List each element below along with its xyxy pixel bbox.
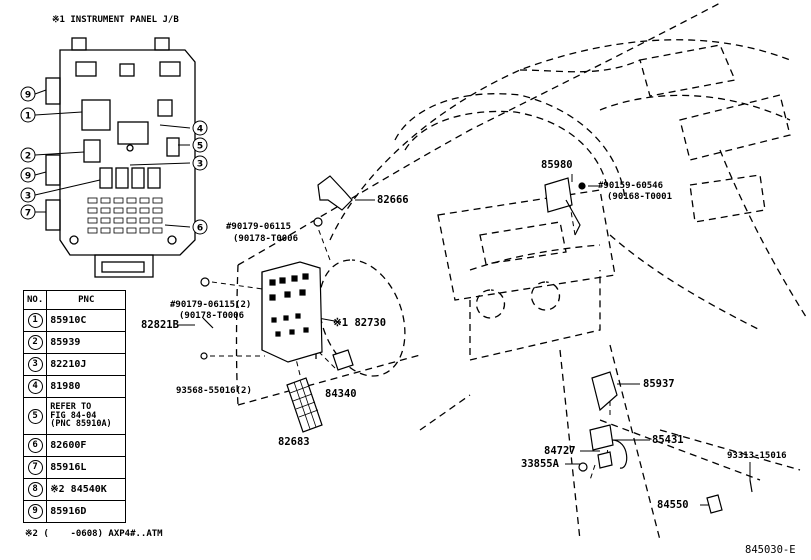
label-33855a: 33855A [521,458,559,470]
label-90159: #90159-60546 [598,181,664,191]
row-no: 9 [27,504,43,519]
label-90179b: #90179-06115(2) [170,300,252,310]
callout-7: 7 [25,209,31,219]
label-93568: 93568-55016(2) [176,386,252,396]
row-pnc: 82600F [46,434,127,457]
label-85937: 85937 [643,378,675,390]
callout-2: 2 [25,152,31,162]
row-pnc: REFER TO FIG 84-04 (PNC 85910A) [46,397,127,435]
callout-5: 5 [197,142,203,152]
callout-1: 1 [25,112,31,122]
inset-title: ※1 INSTRUMENT PANEL J/B [52,15,179,25]
row-no: 1 [27,313,43,328]
row-no: 5 [27,408,43,424]
row-no: 2 [27,335,43,350]
callout-3b: 3 [197,160,203,170]
callout-6: 6 [197,224,203,234]
label-84727: 84727 [544,445,576,457]
diagram-code: 845030-E [745,544,796,556]
label-85980: 85980 [541,159,573,171]
label-93313: 93313-15016 [727,451,787,461]
label-82666: 82666 [377,194,409,206]
label-90178a: (90178-T0006 [233,234,299,244]
row-no: 3 [27,357,43,372]
row-no: 7 [27,460,43,475]
label-90179a: #90179-06115 [226,222,292,232]
row-pnc: 85910C [46,309,127,332]
label-82730: ※1 82730 [333,317,387,329]
label-90178b: (90178-T0006 [179,311,245,321]
header-no: NO. [22,290,48,310]
table-header: NO. PNC [22,290,127,310]
callout-3a: 3 [25,192,31,202]
row-no: 6 [27,438,43,453]
callout-4: 4 [197,125,203,135]
row-pnc: 82210J [46,353,127,376]
row-pnc: ※2 84540K [46,478,127,501]
label-90168: (90168-T0001 [607,192,673,202]
label-84340: 84340 [325,388,357,400]
row-no: 8 [27,482,43,497]
header-pnc: PNC [46,290,127,310]
table-footnote: ※2 ( -0608) AXP4#..ATM [25,529,163,539]
row-no: 4 [27,379,43,394]
row-pnc: 85916D [46,500,127,523]
label-82821b: 82821B [141,319,179,331]
label-85431: 85431 [652,434,684,446]
table-row: 8※2 84540K [22,478,127,501]
label-84550: 84550 [657,499,689,511]
callout-8: 9 [25,91,31,101]
row-pnc: 85939 [46,331,127,354]
label-82683: 82683 [278,436,310,448]
callout-9: 9 [25,172,31,182]
row-pnc: 81980 [46,375,127,398]
row-pnc: 85916L [46,456,127,479]
